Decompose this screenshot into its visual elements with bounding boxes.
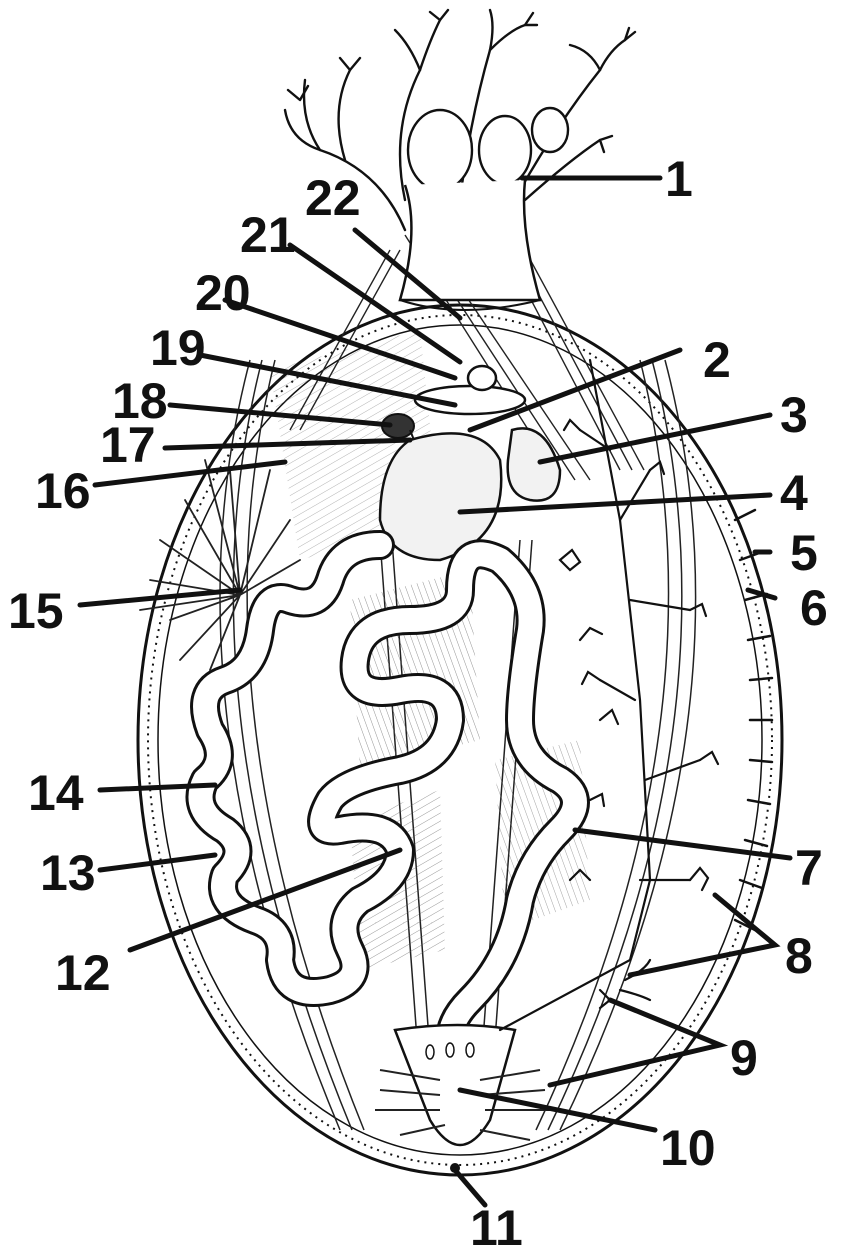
label-12: 12 [55, 945, 111, 1001]
label-4: 4 [780, 465, 808, 521]
label-3: 3 [780, 387, 808, 443]
label-20: 20 [195, 265, 251, 321]
label-11: 11 [470, 1200, 523, 1255]
label-10: 10 [660, 1120, 716, 1176]
label-15: 15 [8, 583, 64, 639]
label-19: 19 [150, 320, 206, 376]
label-9: 9 [730, 1030, 758, 1086]
label-6: 6 [800, 580, 828, 636]
label-1: 1 [665, 151, 693, 207]
label-13: 13 [40, 845, 96, 901]
label-8: 8 [785, 928, 813, 984]
stomach [380, 428, 560, 560]
label-21: 21 [240, 207, 296, 263]
cloaca [375, 1025, 550, 1173]
label-22: 22 [305, 170, 361, 226]
pharynx [400, 180, 540, 310]
label-2: 2 [703, 332, 731, 388]
label-5: 5 [790, 525, 818, 581]
label-16: 16 [35, 463, 91, 519]
tube-feet [735, 510, 772, 930]
label-14: 14 [28, 765, 84, 821]
label-18: 18 [112, 373, 168, 429]
label-7: 7 [795, 840, 823, 896]
